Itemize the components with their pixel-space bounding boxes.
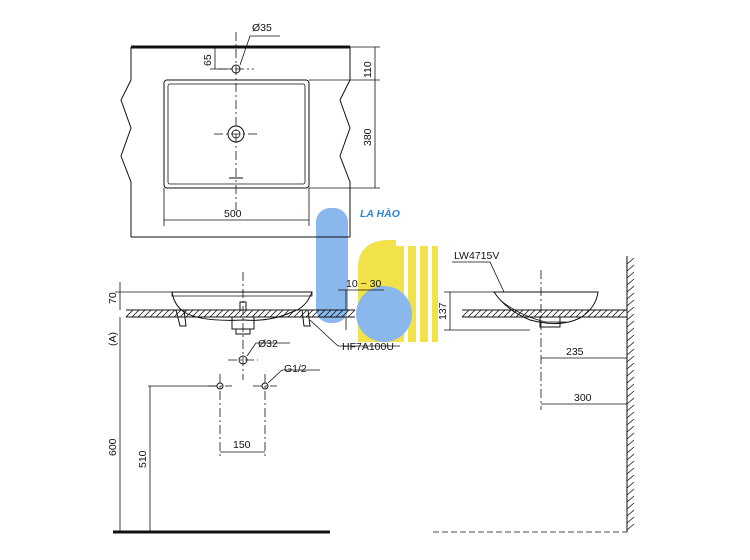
dim-width: 500: [224, 208, 242, 220]
top-view: Ø35 65 110 380 500: [120, 22, 380, 238]
dim-floor-to-supply: 510: [137, 450, 149, 468]
dim-hole-diameter: Ø35: [252, 22, 272, 34]
dim-counter-thickness: 10 ~ 30: [346, 278, 381, 290]
logo-yellow-stripe-4: [432, 246, 438, 342]
front-view: 70 (A) Ø32 G1/2 150 510 600 10 ~ 30: [107, 272, 400, 534]
dim-depth: 380: [362, 128, 374, 146]
logo-text: LA HÀO: [360, 207, 400, 220]
dim-waste-diameter: Ø32: [258, 338, 278, 350]
dim-hole-offset: 65: [202, 54, 214, 66]
logo-blue-bar: [316, 208, 348, 323]
model-label: LW4715V: [454, 250, 499, 262]
dim-back-edge: 110: [362, 61, 374, 78]
dim-counter-label: (A): [107, 332, 119, 346]
dim-supply-spacing: 150: [233, 439, 251, 451]
dim-to-wall: 300: [574, 392, 592, 404]
dim-side-height: 137: [437, 302, 449, 320]
dim-floor-to-top: 600: [107, 438, 119, 456]
logo-yellow-stripe-3: [420, 246, 428, 342]
logo: LA HÀO: [316, 207, 438, 342]
dim-to-drain: 235: [566, 346, 584, 358]
dim-basin-height: 70: [107, 292, 119, 304]
part-drain: HF7A100U: [342, 341, 394, 353]
dim-supply-thread: G1/2: [284, 363, 307, 375]
side-view: LW4715V 137 235 300: [433, 250, 635, 533]
logo-yellow-stripe-2: [408, 246, 416, 342]
logo-blue-dot: [356, 286, 412, 342]
